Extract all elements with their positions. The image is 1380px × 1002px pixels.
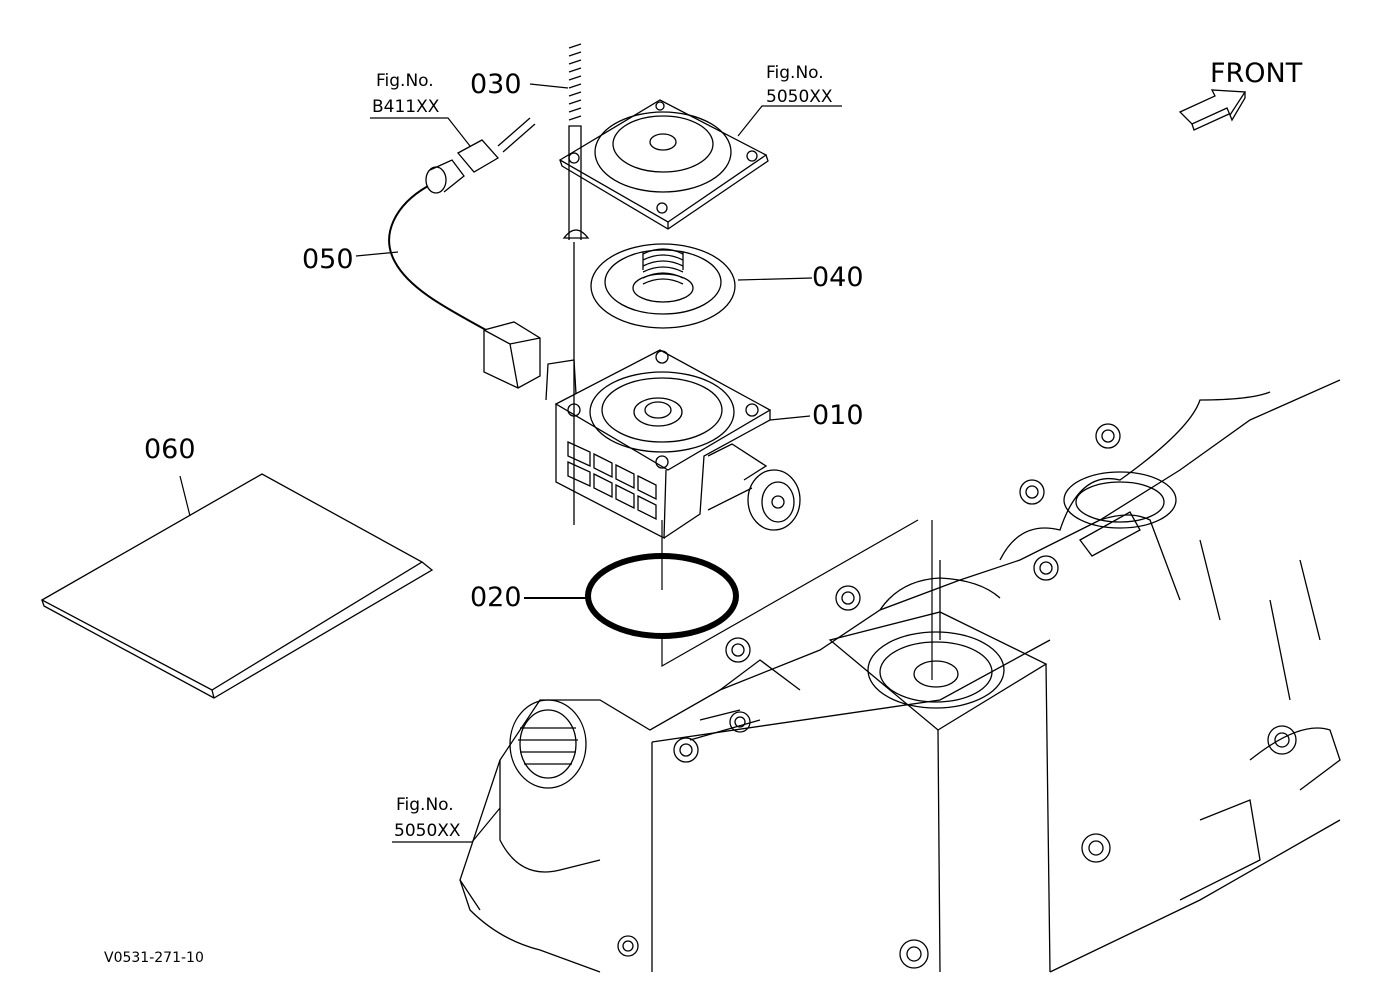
part-label-020: 020 xyxy=(470,582,522,613)
cylinder-head-casting xyxy=(459,379,1341,973)
sensor-housing-010 xyxy=(545,349,801,540)
part-label-010: 010 xyxy=(812,400,864,431)
diaphragm-040 xyxy=(590,243,736,329)
drawing-code: V0531-271-10 xyxy=(104,950,204,966)
cover-plate xyxy=(558,99,769,230)
leader-fig-5050-top xyxy=(737,105,842,137)
front-label: FRONT xyxy=(1210,58,1303,89)
part-label-030: 030 xyxy=(470,69,522,100)
leader-040 xyxy=(737,277,813,281)
fig-ref-code-2: 5050XX xyxy=(766,87,833,107)
part-label-060: 060 xyxy=(144,434,196,465)
leader-050 xyxy=(355,251,399,257)
fig-ref-title-2: Fig.No. xyxy=(766,63,824,83)
leader-030 xyxy=(529,83,569,89)
fig-ref-code-3: 5050XX xyxy=(394,821,461,841)
leader-fig-b411 xyxy=(370,117,471,147)
leader-060 xyxy=(179,475,191,517)
front-arrow-icon xyxy=(1178,89,1247,131)
sensor-harness-050 xyxy=(388,117,541,389)
screw-030 xyxy=(562,43,590,525)
leader-010 xyxy=(769,415,811,421)
part-label-050: 050 xyxy=(302,244,354,275)
fig-ref-title-1: Fig.No. xyxy=(376,71,434,91)
part-label-040: 040 xyxy=(812,262,864,293)
instruction-sheet-060 xyxy=(40,473,434,699)
assembly-line xyxy=(661,519,919,668)
fig-ref-code-1: B411XX xyxy=(372,97,440,117)
fig-ref-title-3: Fig.No. xyxy=(396,795,454,815)
leader-fig-5050-bottom xyxy=(392,807,501,843)
